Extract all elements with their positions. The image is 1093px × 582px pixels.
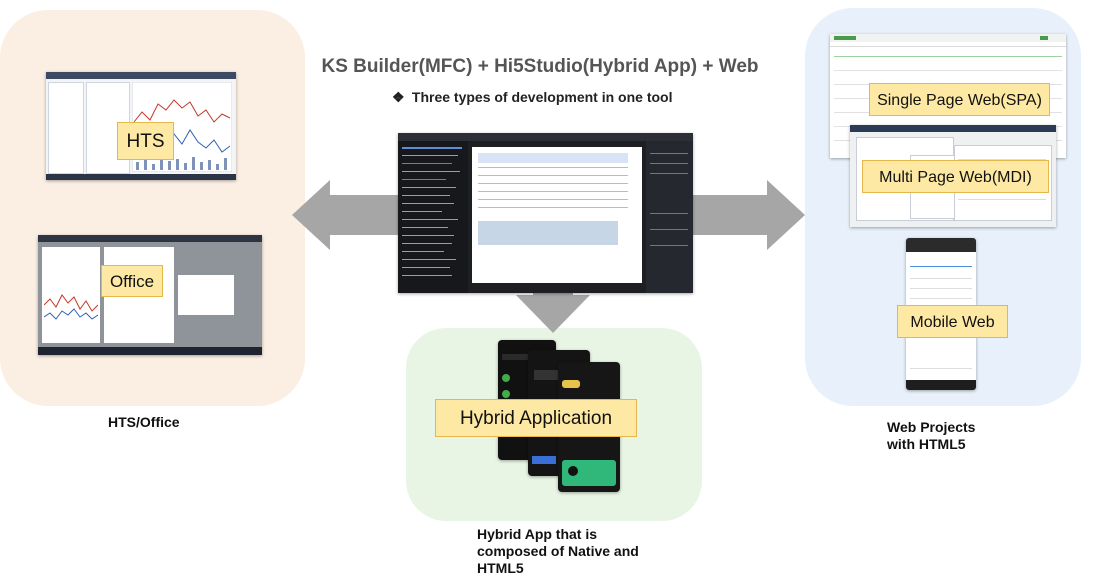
spa-label: Single Page Web(SPA): [869, 83, 1050, 116]
hybrid-app-caption-line-3: HTML5: [477, 560, 524, 576]
hts-label: HTS: [117, 122, 174, 160]
diamond-bullet-icon: ❖: [392, 89, 405, 105]
web-projects-caption-line-1: Web Projects: [887, 419, 976, 435]
diagram-subtitle: Three types of development in one tool: [411, 89, 673, 105]
ide-screenshot: [398, 133, 693, 293]
hybrid-app-caption-line-1: Hybrid App that is: [477, 526, 598, 542]
hybrid-application-label: Hybrid Application: [435, 399, 637, 437]
office-label: Office: [101, 265, 163, 297]
diagram-subtitle-row: ❖ Three types of development in one tool: [392, 89, 672, 106]
web-projects-caption-line-2: with HTML5: [887, 436, 966, 452]
hybrid-app-caption: Hybrid App that is composed of Native an…: [477, 526, 639, 577]
right-arrow-icon: [693, 180, 805, 250]
mdi-label: Multi Page Web(MDI): [862, 160, 1049, 193]
hybrid-app-caption-line-2: composed of Native and: [477, 543, 639, 559]
left-arrow-icon: [292, 180, 400, 250]
mobile-web-label: Mobile Web: [897, 305, 1008, 338]
hts-office-caption: HTS/Office: [108, 414, 180, 430]
diagram-title: KS Builder(MFC) + Hi5Studio(Hybrid App) …: [321, 56, 759, 77]
web-projects-caption: Web Projects with HTML5: [887, 419, 975, 453]
